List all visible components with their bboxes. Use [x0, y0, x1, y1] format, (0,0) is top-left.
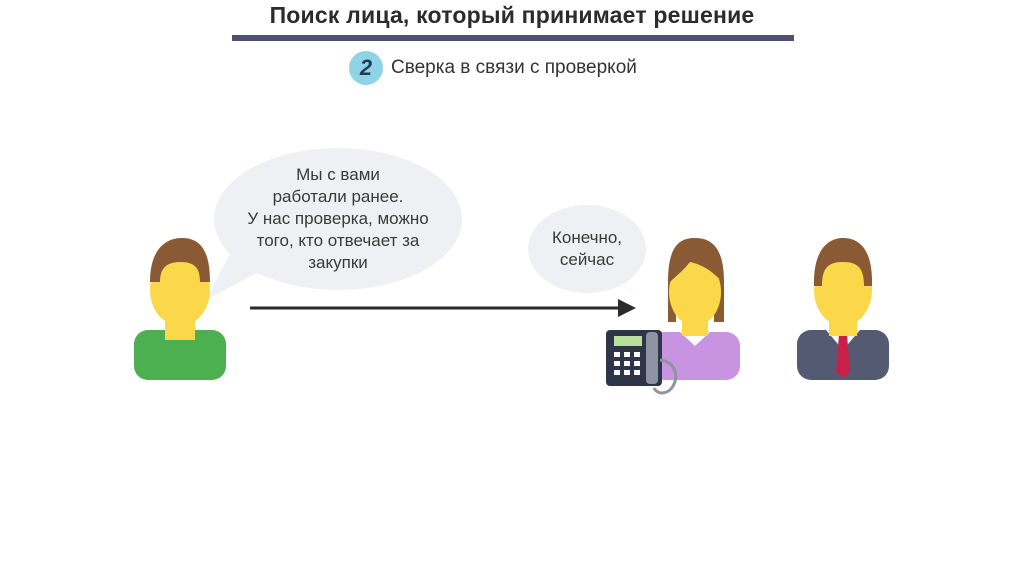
- step-label: Сверка в связи с проверкой: [391, 57, 637, 78]
- step-indicator: 2 Сверка в связи с проверкой: [349, 50, 637, 86]
- desk-phone-icon: [606, 330, 678, 395]
- arrow-right-icon: [250, 299, 636, 317]
- caller-speech-bubble: Мы с вами работали ранее. У нас проверка…: [214, 148, 462, 290]
- step-number-badge: 2: [349, 51, 383, 85]
- receptionist-person-icon: [650, 238, 740, 380]
- title-underline: [232, 35, 794, 41]
- page-title: Поиск лица, который принимает решение: [269, 2, 755, 28]
- receptionist-speech-bubble: Конечно, сейчас: [528, 205, 646, 293]
- manager-person-icon: [797, 238, 889, 380]
- caller-person-icon: [134, 238, 226, 380]
